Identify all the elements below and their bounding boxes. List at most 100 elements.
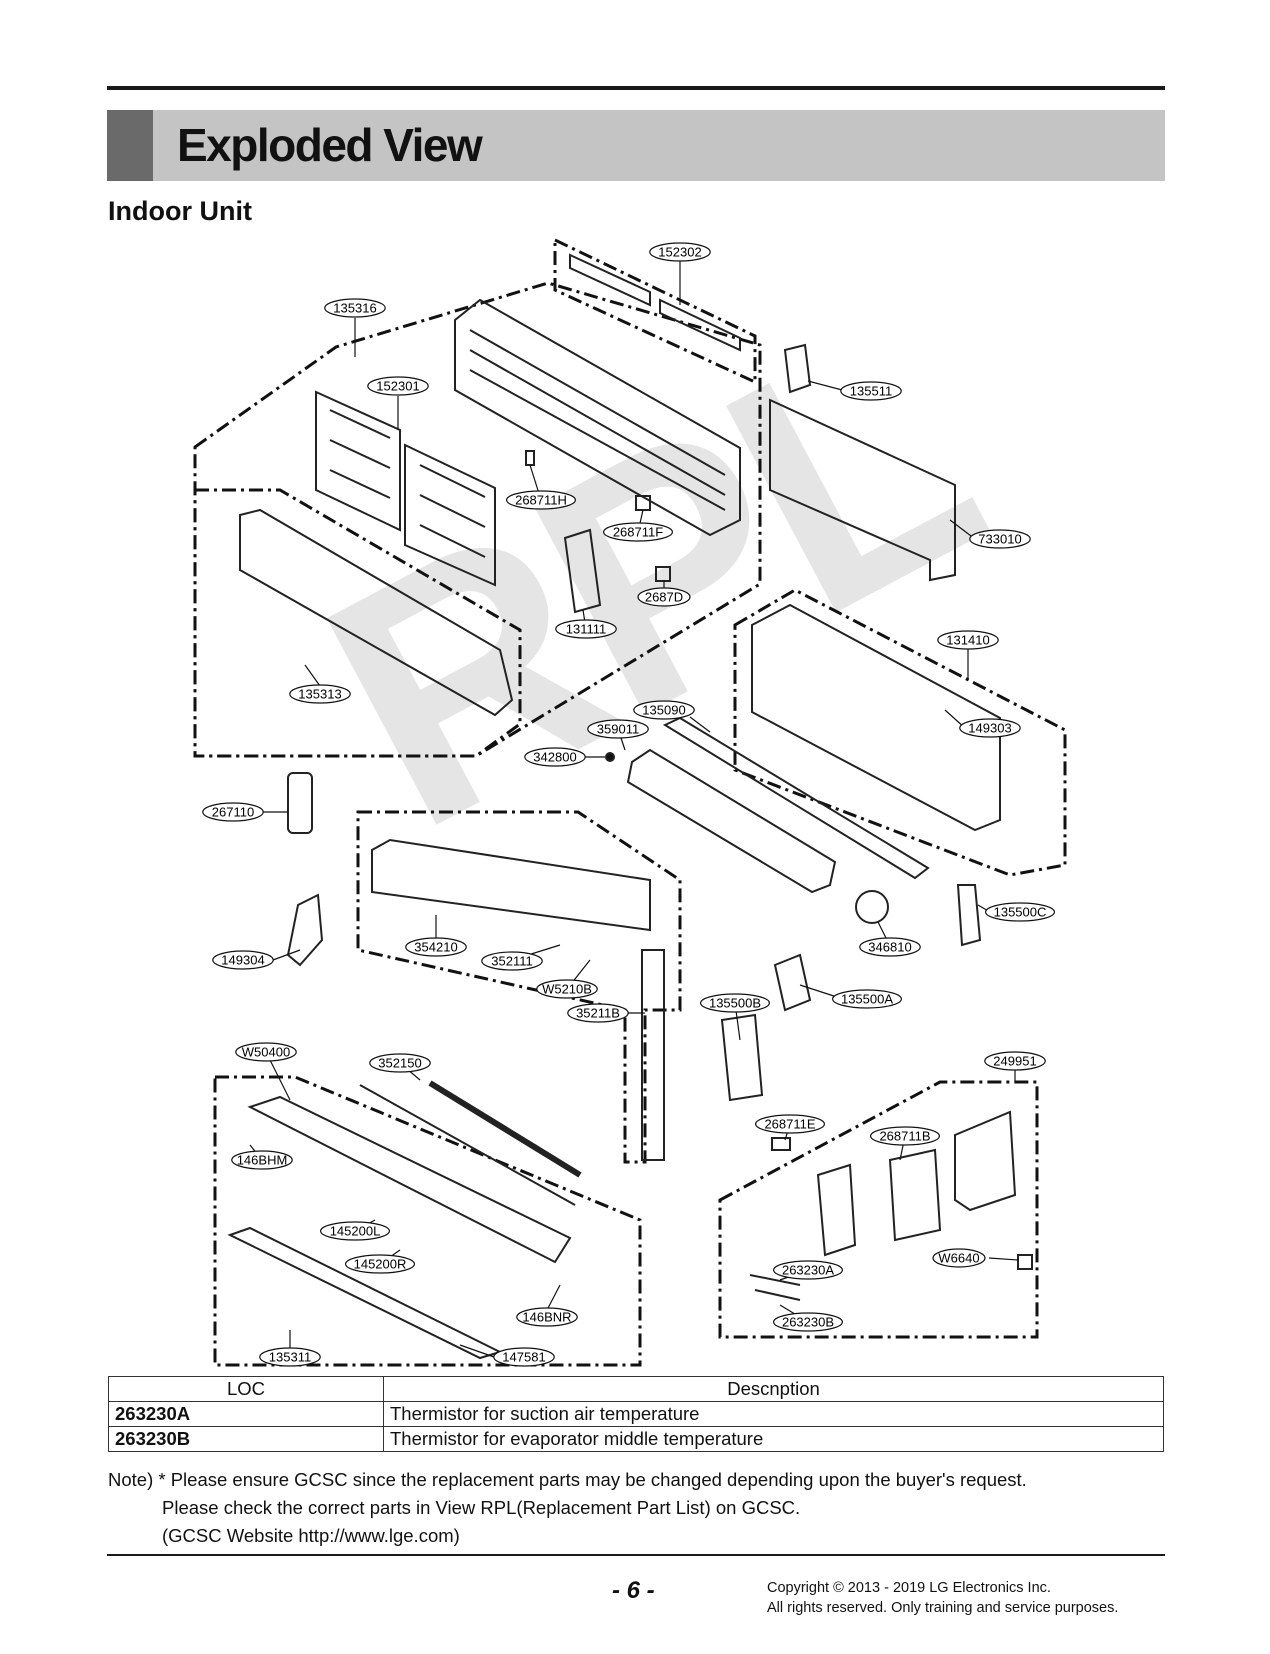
group-outline-evaporator [356, 810, 682, 1164]
table-row: 263230B Thermistor for evaporator middle… [108, 1426, 1164, 1452]
part-callout-label: 135511 [850, 384, 892, 399]
part-callout-label: 249951 [993, 1054, 1036, 1069]
table-row: 263230A Thermistor for suction air tempe… [108, 1401, 1164, 1427]
part-callout-label: 268711B [879, 1129, 930, 1144]
table-header-row: LOC Descnption [108, 1376, 1164, 1402]
table-cell-description: Thermistor for suction air temperature [383, 1401, 1164, 1427]
part-callout-146bhm: 146BHM [231, 1150, 293, 1170]
part-callout-ellipse [984, 1051, 1046, 1071]
part-callout-267110: 267110 [202, 802, 264, 822]
part-callout-label: 359011 [597, 722, 639, 737]
column-header-loc: LOC [108, 1376, 384, 1402]
part-callout-ellipse [649, 242, 711, 262]
parts-table: LOC Descnption 263230A Thermistor for su… [108, 1376, 1164, 1452]
part-callout-135500b: 135500B [699, 993, 770, 1013]
part-callout-149304: 149304 [212, 950, 274, 970]
part-callout-147581: 147581 [493, 1347, 555, 1367]
part-callout-ellipse [405, 937, 467, 957]
louver-drawing [227, 1226, 503, 1360]
part-callout-label: 135500B [709, 996, 761, 1011]
drain-pan-drawing [247, 1095, 572, 1264]
part-callout-149303: 149303 [959, 718, 1021, 738]
part-callout-ellipse [212, 950, 274, 970]
note-line-2: Please check the correct parts in View R… [162, 1497, 801, 1518]
part-callout-label: 263230B [782, 1315, 834, 1330]
part-callout-131111: 131111 [555, 619, 617, 639]
part-callout-label: 131111 [566, 622, 607, 637]
pcb-drawing [888, 1148, 942, 1242]
note-line-1: Note) * Please ensure GCSC since the rep… [108, 1469, 1027, 1490]
group-outline-control [718, 1080, 1039, 1339]
part-callout-label: 268711H [515, 493, 567, 508]
part-callout-label: W50400 [242, 1045, 290, 1060]
part-callout-ellipse [959, 718, 1021, 738]
copyright-line-1: Copyright © 2013 - 2019 LG Electronics I… [767, 1580, 1051, 1596]
part-callout-268711h: 268711H [506, 490, 577, 510]
part-callout-label: 145200L [330, 1224, 381, 1239]
filter-strip-drawing [569, 253, 741, 352]
part-callout-label: 149303 [968, 721, 1011, 736]
top-rule [107, 86, 1165, 90]
part-callout-w5210b: W5210B [536, 979, 598, 999]
part-callout-ellipse [320, 1221, 391, 1241]
title-bar: Exploded View [107, 110, 1165, 181]
part-callout-ellipse [506, 490, 577, 510]
part-callout-ellipse [937, 630, 999, 650]
part-callout-label: 267110 [212, 805, 254, 820]
note-line-3: (GCSC Website http://www.lge.com) [162, 1525, 460, 1546]
part-callout-268711b: 268711B [869, 1126, 940, 1146]
part-callout-ellipse [633, 700, 695, 720]
part-callout-733010: 733010 [969, 529, 1031, 549]
part-callout-label: 354210 [414, 940, 457, 955]
group-outline-drain [213, 1075, 642, 1367]
part-callout-ellipse [637, 587, 691, 607]
part-callout-label: 346810 [868, 940, 911, 955]
part-callout-359011: 359011 [587, 719, 649, 739]
part-callout-135313: 135313 [289, 684, 351, 704]
clip-drawing [286, 893, 324, 967]
part-callout-135311: 135311 [259, 1347, 321, 1367]
part-callout-145200r: 145200R [345, 1254, 416, 1274]
part-callout-ellipse [772, 1312, 843, 1332]
part-callout-352150: 352150 [369, 1053, 431, 1073]
part-callout-352111: 352111 [481, 951, 543, 971]
chassis-drawing [751, 603, 1001, 832]
group-outline-chassis [733, 588, 1067, 877]
part-callout-135316: 135316 [324, 298, 386, 318]
group-outline-front [193, 281, 762, 758]
part-callout-ellipse [516, 1307, 578, 1327]
control-box-drawing [954, 1110, 1017, 1212]
part-callout-342800: 342800 [524, 747, 586, 767]
bracket-drawing [783, 343, 812, 394]
part-callout-label: 145200R [354, 1257, 407, 1272]
part-callout-label: 131410 [946, 633, 989, 648]
remote-drawing [287, 772, 313, 834]
part-callout-label: 342800 [533, 750, 576, 765]
part-callout-145200l: 145200L [320, 1221, 391, 1241]
part-callout-ellipse [772, 1260, 843, 1280]
part-callout-ellipse [984, 902, 1055, 922]
part-callout-label: 135500C [994, 905, 1047, 920]
part-callout-346810: 346810 [859, 937, 921, 957]
part-callout-146bnr: 146BNR [516, 1307, 578, 1327]
part-callout-ellipse [345, 1254, 416, 1274]
part-callout-label: 352150 [378, 1056, 421, 1071]
part-callout-ellipse [481, 951, 543, 971]
drain-hose-drawing [428, 1080, 582, 1178]
part-callout-label: 149304 [221, 953, 264, 968]
part-callout-268711f: 268711F [602, 522, 673, 542]
part-callout-354210: 354210 [405, 937, 467, 957]
part-callout-label: 135316 [333, 301, 376, 316]
part-callout-135500c: 135500C [984, 902, 1055, 922]
group-outline-filter-strip [553, 237, 757, 385]
part-callout-ellipse [869, 1126, 940, 1146]
part-callout-ellipse [536, 979, 598, 999]
part-callout-131410: 131410 [937, 630, 999, 650]
part-callout-ellipse [493, 1347, 555, 1367]
cross-flow-fan-drawing [626, 748, 837, 894]
part-callout-label: 146BHM [237, 1153, 288, 1168]
side-cover-drawing [956, 884, 982, 947]
filter-right-drawing [404, 443, 496, 587]
filter-left-drawing [315, 390, 401, 532]
